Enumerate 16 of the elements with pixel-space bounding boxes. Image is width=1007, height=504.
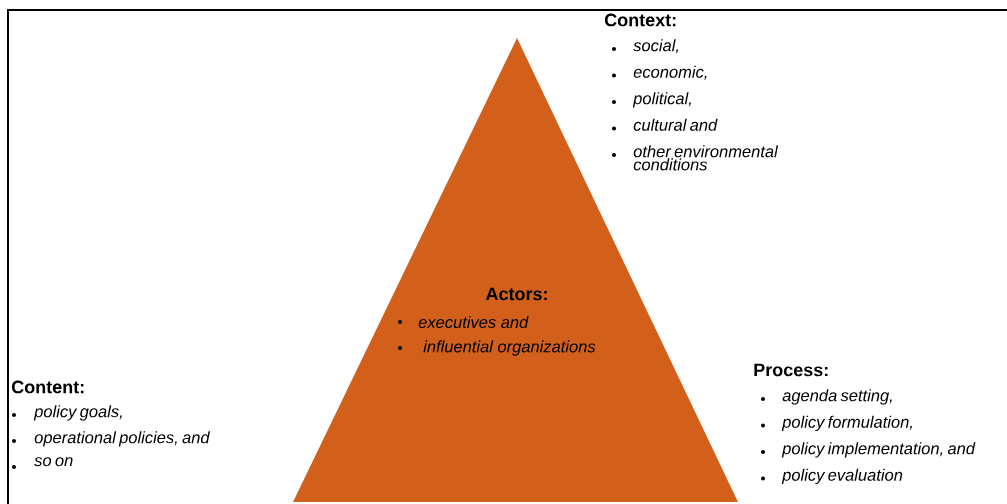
list-item: agenda setting, — [782, 389, 892, 405]
list-item: social, — [633, 39, 679, 54]
list-item: policy evaluation — [781, 468, 903, 485]
list-item: policy goals, — [33, 405, 122, 421]
list-item: other environmental conditions — [633, 145, 779, 171]
list-item: policy formulation, — [781, 415, 912, 432]
list-item: influential organizations — [423, 340, 596, 356]
list-item: economic, — [633, 65, 707, 80]
list-item: executives and — [418, 315, 529, 329]
list-item: political, — [632, 92, 691, 108]
heading: Content: — [11, 380, 84, 394]
list-item: policy implementation, and — [781, 442, 976, 458]
list-item: operational policies, and — [34, 431, 211, 447]
heading: Actors: — [485, 287, 547, 301]
list-item: so on — [34, 457, 73, 467]
list-item: cultural and — [633, 118, 718, 131]
